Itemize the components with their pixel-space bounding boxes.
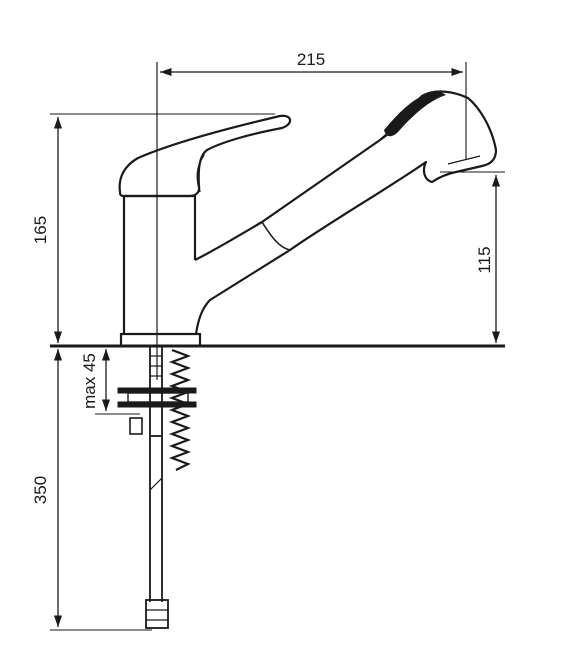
dim-label-350: 350 (31, 476, 50, 504)
supply-hose (149, 436, 163, 602)
faucet-column (122, 194, 197, 334)
dim-label-115: 115 (475, 246, 494, 273)
extension-lines (50, 62, 505, 631)
dim-label-165: 165 (31, 216, 50, 244)
mounting-assembly (117, 345, 197, 629)
dim-label-max45: max 45 (80, 353, 99, 409)
lever-handle (118, 114, 292, 198)
dimension-lines (53, 67, 501, 627)
mounting-nut (129, 417, 143, 435)
dim-label-215: 215 (297, 50, 325, 69)
spray-head-band (384, 91, 446, 137)
hose-connector (145, 599, 169, 629)
faucet-base (119, 332, 202, 345)
spout (194, 90, 498, 335)
braided-hose (168, 348, 192, 471)
faucet-body (118, 90, 498, 345)
